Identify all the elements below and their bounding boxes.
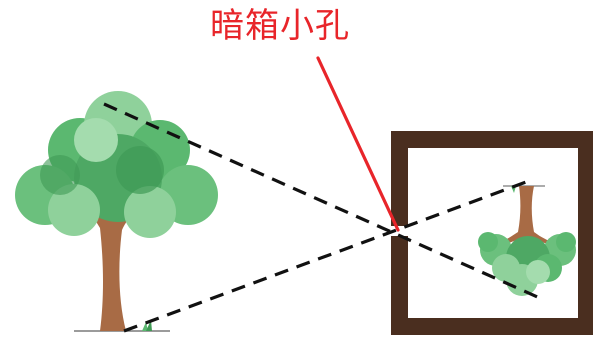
pinhole bbox=[391, 226, 408, 236]
pinhole-label: 暗箱小孔 bbox=[210, 6, 350, 46]
camera-box bbox=[391, 131, 593, 335]
pinhole-pointer-line bbox=[316, 56, 400, 232]
upright-tree bbox=[15, 91, 218, 332]
inverted-tree-foliage bbox=[478, 232, 576, 296]
tree-trunk bbox=[70, 178, 154, 331]
light-rays bbox=[103, 102, 543, 333]
tree-foliage bbox=[15, 91, 218, 238]
camera-box-interior bbox=[408, 148, 578, 318]
inverted-tree-trunk bbox=[500, 186, 552, 245]
inverted-tree bbox=[478, 185, 576, 296]
ray-treetop-to-image-bottom bbox=[103, 102, 543, 301]
ray-treebase-to-image-top bbox=[123, 180, 527, 333]
